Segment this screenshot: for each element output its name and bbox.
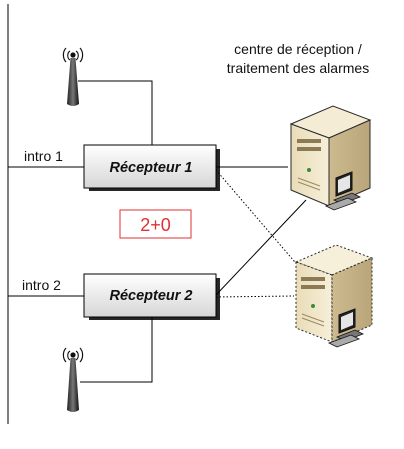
header-line-2: traitement des alarmes [227, 60, 369, 76]
link-recv2-server1 [215, 199, 307, 296]
receiver-2-box [83, 273, 220, 320]
server-backup-icon [294, 244, 374, 348]
receiver-1-box [83, 144, 220, 191]
antenna-1-link [78, 80, 153, 145]
link-recv2-server2-dotted [215, 295, 295, 298]
receiver-1-label: Récepteur 1 [109, 160, 192, 176]
header-line-1: centre de réception / [234, 41, 362, 57]
redundancy-label: 2+0 [140, 215, 171, 235]
receiver-2-label: Récepteur 2 [109, 288, 192, 304]
intro-2-label: intro 2 [22, 277, 61, 293]
antenna-2-link [80, 317, 153, 383]
radio-antenna-icon [62, 347, 84, 412]
radio-antenna-icon [62, 47, 84, 106]
redundancy-box [119, 209, 192, 239]
link-recv1-server2-dotted [215, 169, 301, 269]
intro-1-label: intro 1 [24, 148, 63, 164]
server-primary-icon [289, 105, 372, 211]
